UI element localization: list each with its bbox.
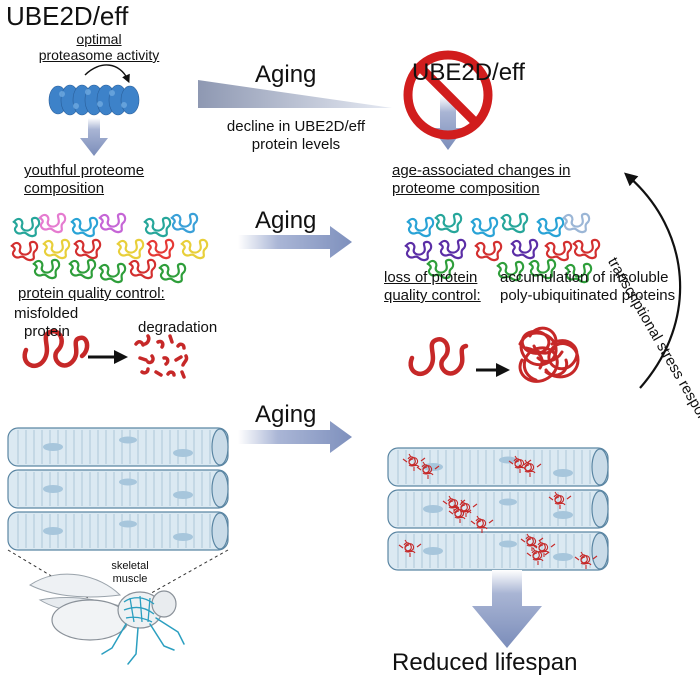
decline-label-line2: protein levels [251,136,341,153]
aging-label-bottom: Aging [255,401,317,428]
stress-response-arrow [624,172,682,389]
age-changes-label-line1: age-associated changes in [392,162,571,179]
aging-label-top: Aging [255,61,317,88]
ube2d-title-left: UBE2D/eff [6,1,129,31]
ube2d-title-right: UBE2D/eff [412,59,525,86]
degradation-label: degradation [138,319,218,336]
protein-aggregate [518,326,580,383]
reduced-lifespan-label: Reduced lifespan [392,649,578,676]
loss-pqc-label-line2: quality control: [384,287,481,304]
misfolded-protein [22,329,90,369]
proteasome-illustration [48,64,140,116]
down-arrow-proteasome [80,118,108,156]
misfolded-label-line1: misfolded [14,305,79,322]
skeletal-label: skeletal [111,560,149,572]
aging-decline-wedge [198,80,392,108]
fly-illustration [7,549,229,665]
aggregation-arrow [476,363,510,377]
muscle-fibers-aged [387,447,609,571]
pqc-label: protein quality control: [18,285,165,302]
degradation-arrow [88,350,128,364]
optimal-label: optimal [76,31,122,47]
misfolded-protein-aged [408,337,469,377]
accumulation-label-line1: accumulation of insoluble [500,269,669,286]
youthful-proteins [10,212,209,284]
accumulation-label-line2: poly-ubiquitinated proteins [500,287,676,304]
age-changes-label-line2: proteome composition [392,180,540,197]
prohibition-icon [403,50,493,140]
aging-arrow-bottom [238,421,352,453]
aging-label-middle: Aging [255,207,317,234]
muscle-label: muscle [112,573,148,585]
aging-arrow-middle [238,226,352,258]
muscle-fibers-young [7,427,229,551]
lifespan-arrow [472,570,542,648]
degraded-fragments [134,334,189,379]
decline-label-line1: decline in UBE2D/eff [226,118,366,135]
proteasome-activity-label: proteasome activity [38,47,160,63]
youthful-label-line2: composition [24,180,105,197]
misfolded-label-line2: protein [24,323,70,340]
loss-pqc-label-line1: loss of protein [384,269,478,286]
youthful-label-line1: youthful proteome [24,162,145,179]
